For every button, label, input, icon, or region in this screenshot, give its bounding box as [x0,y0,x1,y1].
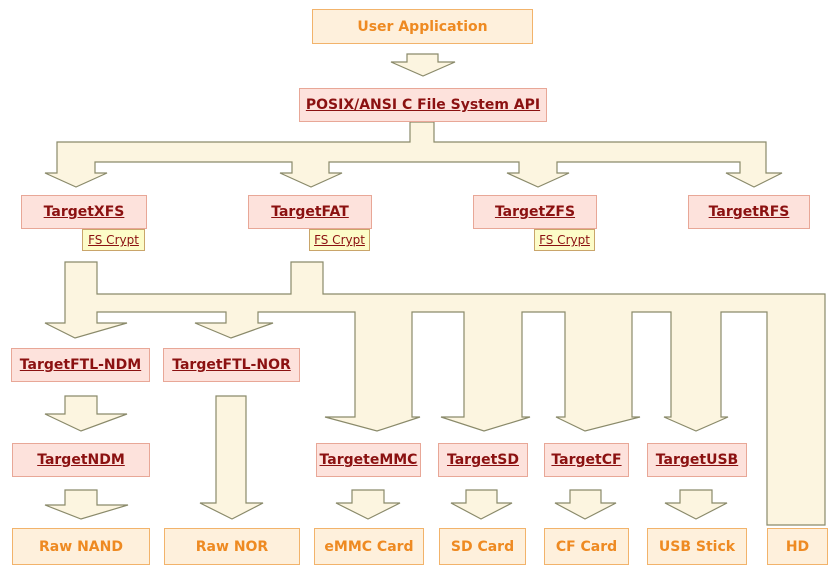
device-raw-nand: Raw NAND [12,528,150,565]
arrow-emmc-to-card [335,489,401,520]
device-raw-nor: Raw NOR [164,528,300,565]
arrow-api-to-filesystems [44,121,783,188]
driver-targetsd[interactable]: TargetSD [438,443,528,477]
arrow-usb-to-stick [664,489,728,520]
driver-targetemmc[interactable]: TargeteMMC [316,443,421,477]
arrow-cf-to-card [554,489,617,520]
arrow-sd-to-card [450,489,513,520]
device-sd-card: SD Card [439,528,526,565]
device-cf-card: CF Card [544,528,629,565]
fs-targetxfs[interactable]: TargetXFS [21,195,147,229]
fs-targetrfs[interactable]: TargetRFS [688,195,810,229]
fs-targetzfs[interactable]: TargetZFS [473,195,597,229]
fs-targetfat[interactable]: TargetFAT [248,195,372,229]
fs-crypt-fat[interactable]: FS Crypt [309,229,370,251]
arrow-fs-to-media-bus [44,261,826,526]
arrow-ndm-to-raw-nand [44,489,129,520]
device-emmc-card: eMMC Card [314,528,424,565]
device-usb-stick: USB Stick [647,528,747,565]
driver-targetndm[interactable]: TargetNDM [12,443,150,477]
user-application-box: User Application [312,9,533,44]
arrow-ftl-ndm-to-ndm [44,395,128,432]
driver-targetusb[interactable]: TargetUSB [647,443,747,477]
file-system-api-box[interactable]: POSIX/ANSI C File System API [299,88,547,122]
driver-targetcf[interactable]: TargetCF [544,443,629,477]
ftl-targetftl-nor[interactable]: TargetFTL-NOR [163,348,300,382]
fs-crypt-xfs[interactable]: FS Crypt [82,229,145,251]
device-hd: HD [767,528,828,565]
arrow-app-to-api [390,53,456,77]
arrow-ftl-nor-to-raw-nor [199,395,264,520]
fs-crypt-zfs[interactable]: FS Crypt [534,229,595,251]
ftl-targetftl-ndm[interactable]: TargetFTL-NDM [11,348,150,382]
